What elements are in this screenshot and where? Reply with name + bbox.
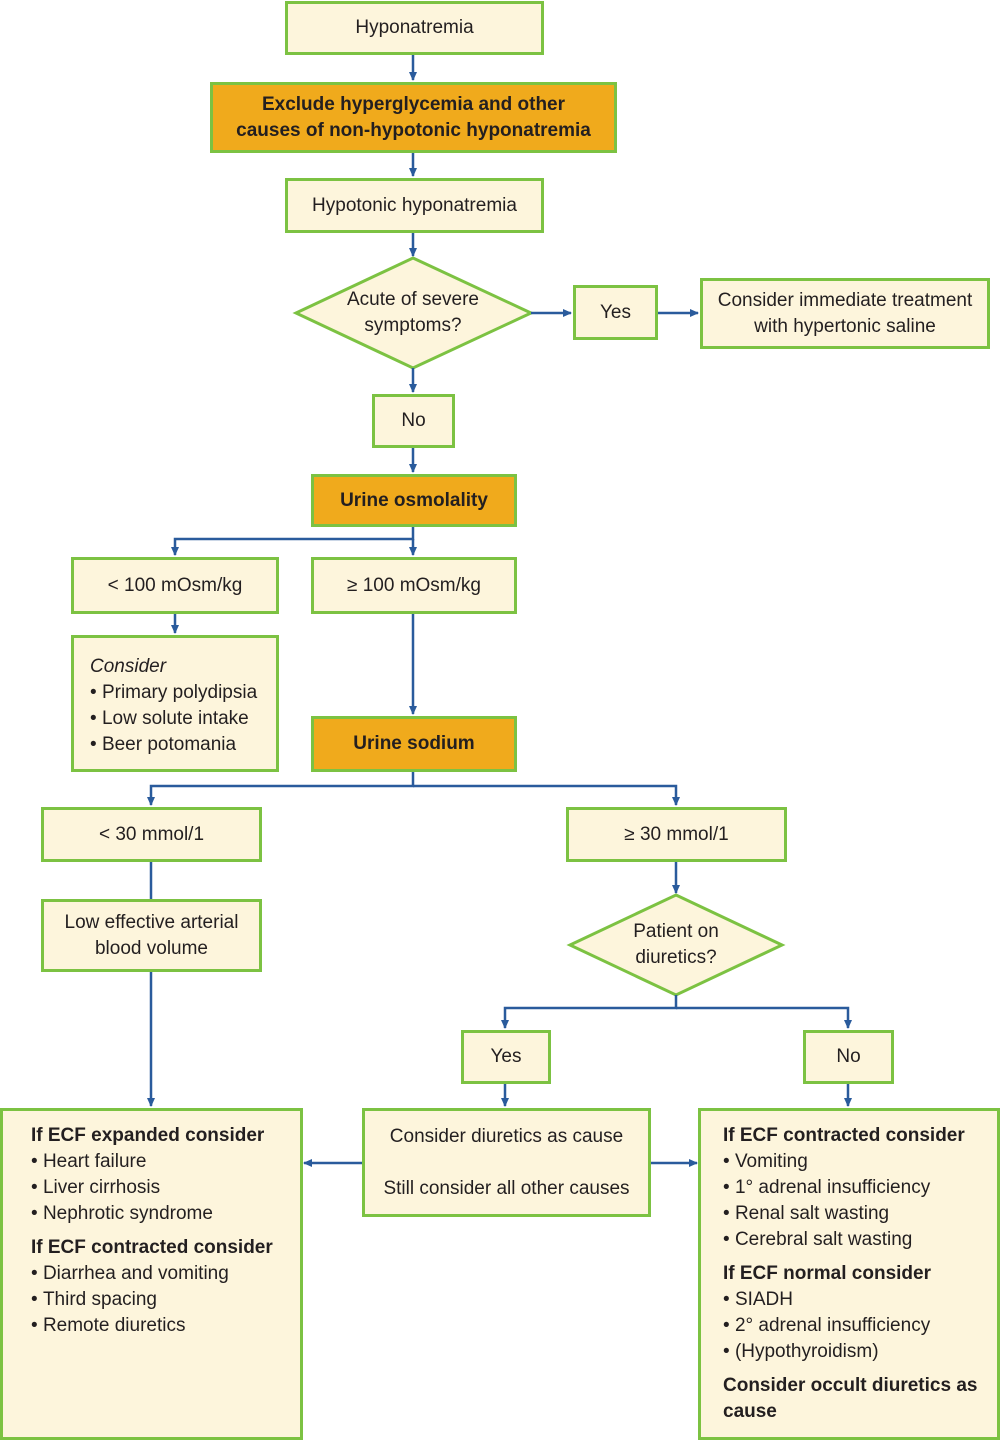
yes-diuretics-label: Yes [490, 1046, 522, 1067]
yes-severe-box: Yes [573, 285, 658, 340]
ecf-contracted-item: Vomiting [723, 1149, 808, 1175]
lt100-box: < 100 mOsm/kg [71, 557, 279, 614]
urine-osmolality-label: Urine osmolality [340, 489, 488, 511]
diuretics-cause-line-2: Still consider all other causes [383, 1177, 630, 1199]
exclude-hyperglycemia-box: Exclude hyperglycemia and other causes o… [210, 82, 617, 153]
no-diuretics-box: No [803, 1030, 894, 1084]
yes-severe-label: Yes [600, 301, 631, 323]
low-eabv-box: Low effective arterial blood volume [41, 899, 262, 972]
connector-urine-na-to-ge30 [413, 784, 680, 806]
exclude-line-2: causes of non-hypotonic hyponatremia [236, 119, 591, 141]
consider-item: Beer potomania [90, 732, 236, 758]
ecf-expanded-item: Liver cirrhosis [31, 1175, 160, 1201]
ecf-contracted-item: Cerebral salt wasting [723, 1227, 912, 1253]
diuretics-cause-box: Consider diuretics as cause Still consid… [362, 1108, 651, 1217]
yes-diuretics-box: Yes [461, 1030, 551, 1084]
hyponatremia-box: Hyponatremia [285, 1, 544, 55]
connector-diuretics-to-no [676, 1006, 852, 1029]
ecf-normal-item: 2° adrenal insufficiency [723, 1313, 930, 1339]
ecf-contracted-heading: If ECF contracted consider [31, 1237, 273, 1258]
ecf-normal-item: SIADH [723, 1287, 793, 1313]
ge30-box: ≥ 30 mmol/1 [566, 807, 787, 862]
left-result-box: If ECF expanded consider Heart failure L… [0, 1108, 303, 1440]
occult-diuretics-line-2: cause [723, 1401, 777, 1422]
hypotonic-hyponatremia-box: Hypotonic hyponatremia [285, 178, 544, 233]
connector-urine-na-branch [147, 772, 415, 806]
no-diuretics-label: No [836, 1046, 861, 1067]
no-severe-label: No [401, 410, 426, 431]
low-eabv-line-1: Low effective arterial [64, 911, 239, 933]
urine-sodium-label: Urine sodium [353, 733, 475, 754]
exclude-line-1: Exclude hyperglycemia and other [261, 93, 566, 115]
lt30-box: < 30 mmol/1 [41, 807, 262, 862]
ecf-contracted-item: Renal salt wasting [723, 1201, 889, 1227]
connector-urine-osm-branch [171, 527, 415, 556]
consider-item: Low solute intake [90, 706, 249, 732]
immediate-treatment-box: Consider immediate treatment with hypert… [700, 278, 990, 349]
ge30-label: ≥ 30 mmol/1 [624, 823, 729, 845]
diuretics-question-line-1: Patient on [633, 921, 719, 942]
urine-osmolality-box: Urine osmolality [311, 474, 517, 527]
ecf-expanded-item: Nephrotic syndrome [31, 1201, 213, 1227]
consider-polydipsia-box: Consider Primary polydipsia Low solute i… [71, 635, 279, 772]
acute-question-line-1: Acute of severe [346, 289, 480, 310]
consider-title: Consider [90, 656, 167, 677]
diuretics-question-line-2: diuretics? [635, 947, 717, 968]
ecf-normal-item: (Hypothyroidism) [723, 1339, 879, 1365]
acute-symptoms-question: Acute of severe symptoms? [320, 285, 506, 341]
acute-question-line-2: symptoms? [364, 315, 462, 336]
hyponatremia-label: Hyponatremia [355, 17, 474, 38]
ecf-contracted-item: Remote diuretics [31, 1313, 186, 1339]
ecf-contracted-heading: If ECF contracted consider [723, 1125, 965, 1146]
occult-diuretics-line-1: Consider occult diuretics as [723, 1375, 978, 1396]
ecf-expanded-heading: If ECF expanded consider [31, 1125, 265, 1146]
right-result-box: If ECF contracted consider Vomiting 1° a… [698, 1108, 1000, 1440]
connector-diuretics-branch [501, 995, 678, 1029]
consider-item: Primary polydipsia [90, 680, 257, 706]
ecf-contracted-item: 1° adrenal insufficiency [723, 1175, 930, 1201]
diuretics-cause-line-1: Consider diuretics as cause [389, 1125, 624, 1147]
lt30-label: < 30 mmol/1 [98, 823, 205, 845]
no-severe-box: No [372, 394, 455, 448]
ecf-contracted-item: Third spacing [31, 1287, 157, 1313]
low-eabv-line-2: blood volume [94, 937, 209, 959]
ge100-box: ≥ 100 mOsm/kg [311, 557, 517, 614]
lt100-label: < 100 mOsm/kg [107, 574, 243, 596]
immediate-line-2: with hypertonic saline [754, 315, 936, 337]
diuretics-question: Patient on diuretics? [596, 917, 756, 973]
ge100-label: ≥ 100 mOsm/kg [347, 574, 481, 596]
ecf-normal-heading: If ECF normal consider [723, 1263, 931, 1284]
ecf-contracted-item: Diarrhea and vomiting [31, 1261, 229, 1287]
hypotonic-label: Hypotonic hyponatremia [312, 194, 517, 216]
immediate-line-1: Consider immediate treatment [717, 289, 973, 311]
ecf-expanded-item: Heart failure [31, 1149, 147, 1175]
urine-sodium-box: Urine sodium [311, 716, 517, 772]
